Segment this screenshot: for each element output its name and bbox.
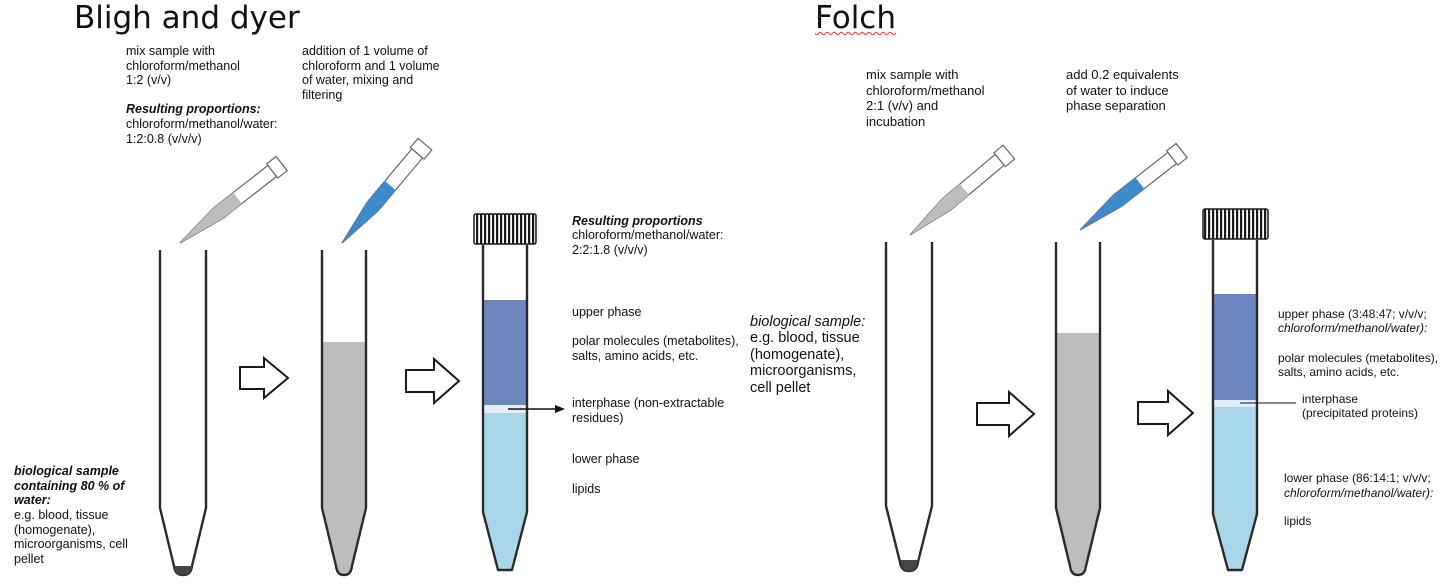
bd-pipette-1-liquid [180, 192, 242, 243]
folch-lower-phase-solvents: chloroform/methanol/water): [1284, 486, 1434, 500]
bd-pipette-1 [179, 155, 289, 244]
folch-interphase-band [1213, 400, 1257, 407]
bd-step1-text: mix sample with chloroform/methanol 1:2 … [126, 44, 240, 87]
folch-lower-phase-label: lower phase (86:14:1; v/v/v; [1284, 471, 1431, 485]
bligh-dyer-title: Bligh and dyer [74, 0, 300, 36]
folch-process-arrow-2 [1137, 388, 1195, 438]
bd-pipette-2 [341, 137, 433, 244]
bd-process-arrow-1 [239, 355, 290, 401]
bd-tube-2-liquid [322, 342, 366, 575]
folch-sample-examples: e.g. blood, tissue (homogenate), microor… [750, 330, 860, 396]
bd-lower-phase-label: lower phase [572, 452, 640, 466]
bd-upper-phase [483, 300, 527, 405]
folch-tube-3 [1202, 208, 1269, 572]
bd-final-result-heading: Resulting proportions [572, 214, 703, 228]
folch-tube-2-liquid [1056, 333, 1100, 575]
folch-sample-heading: biological sample: [750, 314, 866, 330]
folch-title: Folch [815, 0, 896, 36]
bd-process-arrow-2 [405, 356, 461, 406]
folch-upper-phase-content: polar molecules (metabolites), salts, am… [1278, 351, 1439, 379]
folch-lower-phase [1213, 407, 1257, 570]
folch-interphase-label: interphase (precipitated proteins) [1302, 392, 1419, 420]
bd-sample-heading: biological sample containing 80 % of wat… [14, 464, 125, 507]
folch-lower-phase-content: lipids [1284, 514, 1312, 528]
bd-sample-examples: e.g. blood, tissue (homogenate), microor… [14, 508, 128, 566]
bd-upper-phase-label: upper phase [572, 305, 642, 319]
folch-step1-text: mix sample with chloroform/methanol 2:1 … [866, 67, 985, 129]
bd-final-result-value: chloroform/methanol/water: 2:2:1.8 (v/v/… [572, 228, 724, 257]
bd-pipette-2-liquid [342, 181, 396, 243]
bd-step1-result-heading: Resulting proportions: [126, 102, 261, 116]
bd-lower-phase [483, 413, 527, 570]
folch-upper-phase-solvents: chloroform/methanol/water): [1278, 321, 1428, 335]
bd-tube-2 [320, 250, 368, 577]
folch-process-arrow-1 [976, 389, 1036, 439]
bd-interphase-label: interphase (non-extractable residues) [572, 396, 725, 425]
bd-tube-3 [473, 213, 537, 572]
folch-step2-text: add 0.2 equivalents of water to induce p… [1066, 67, 1179, 113]
bd-lower-phase-content: lipids [572, 482, 601, 496]
bd-tube-1-pellet [174, 566, 192, 575]
bd-step1-result-value: chloroform/methanol/water: 1:2:0.8 (v/v/… [126, 117, 278, 146]
folch-pipette-2 [1079, 142, 1189, 231]
folch-tube-1-pellet [900, 560, 918, 571]
folch-tube-1 [884, 242, 934, 573]
bd-step2-text: addition of 1 volume of chloroform and 1… [302, 44, 440, 102]
folch-upper-phase [1213, 294, 1257, 400]
folch-upper-phase-label: upper phase (3:48:47; v/v/v; [1278, 307, 1427, 321]
bd-upper-phase-content: polar molecules (metabolites), salts, am… [572, 334, 739, 363]
bd-tube-1 [158, 250, 208, 577]
folch-pipette-1-liquid [910, 183, 969, 235]
folch-tube-3-cap [1202, 208, 1269, 240]
folch-tube-2 [1054, 242, 1102, 577]
folch-pipette-2-liquid [1080, 177, 1145, 230]
bd-interphase-band [483, 405, 527, 413]
bd-interphase-pointer-head [555, 405, 565, 413]
folch-pipette-1 [909, 144, 1016, 236]
bd-tube-3-cap [473, 213, 537, 245]
